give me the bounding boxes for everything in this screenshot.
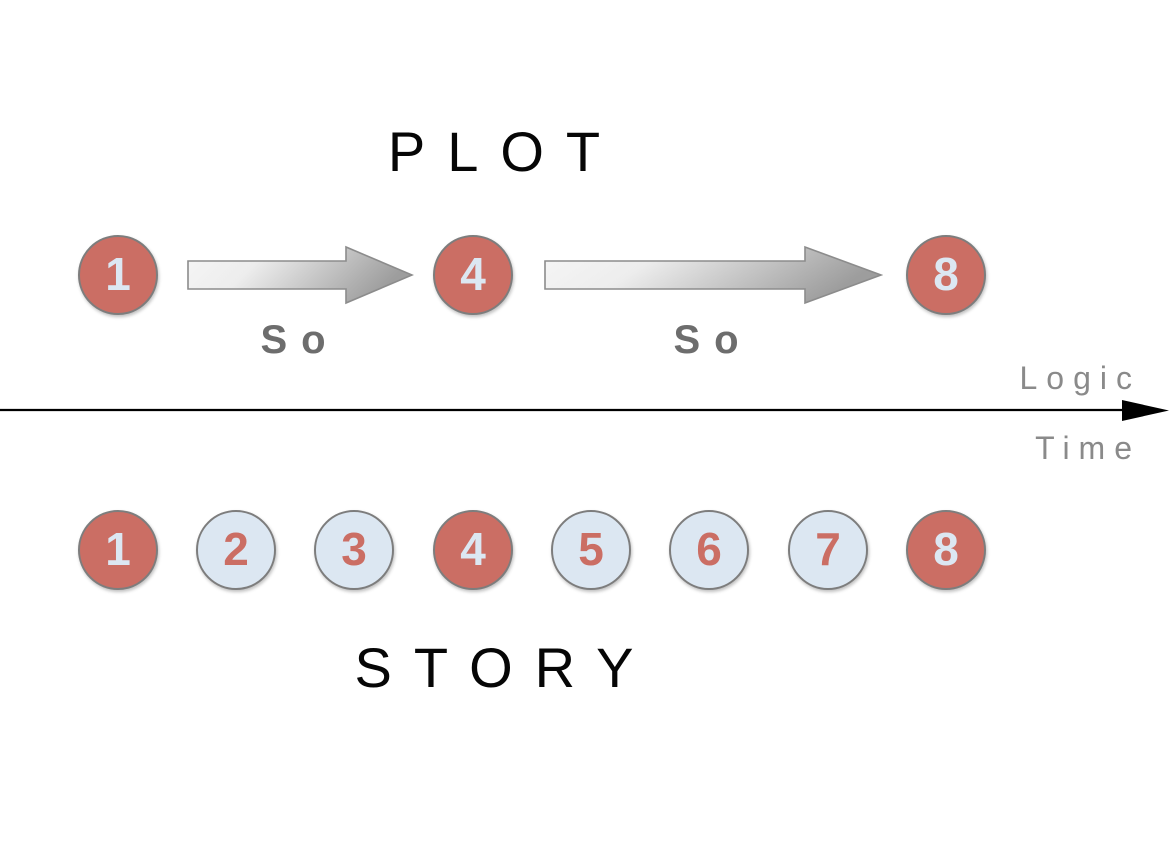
plot-block-arrow-2 [543, 245, 883, 305]
axis-label-logic: Logic [1019, 360, 1141, 396]
story-node-3: 3 [314, 510, 394, 590]
connector-label-1: So [260, 318, 340, 362]
connector-label-2: So [673, 318, 753, 362]
plot-block-arrow-1 [186, 245, 414, 305]
plot-node-1-label: 1 [105, 248, 131, 300]
story-node-5: 5 [551, 510, 631, 590]
story-node-4: 4 [433, 510, 513, 590]
story-node-8-label: 8 [933, 523, 959, 575]
time-logic-axis [0, 392, 1169, 428]
story-node-6: 6 [669, 510, 749, 590]
story-node-7-label: 7 [815, 523, 841, 575]
story-node-6-label: 6 [696, 523, 722, 575]
story-node-2: 2 [196, 510, 276, 590]
plot-node-1: 1 [78, 235, 158, 315]
story-node-7: 7 [788, 510, 868, 590]
plot-node-4: 4 [433, 235, 513, 315]
story-node-2-label: 2 [223, 523, 249, 575]
story-title: STORY [354, 636, 656, 699]
plot-node-8: 8 [906, 235, 986, 315]
story-node-1-label: 1 [105, 523, 131, 575]
plot-node-8-label: 8 [933, 248, 959, 300]
plot-node-4-label: 4 [460, 248, 486, 300]
story-node-3-label: 3 [341, 523, 367, 575]
story-node-5-label: 5 [578, 523, 604, 575]
plot-title: PLOT [387, 120, 623, 183]
story-node-8: 8 [906, 510, 986, 590]
story-node-1: 1 [78, 510, 158, 590]
story-node-4-label: 4 [460, 523, 486, 575]
axis-label-time: Time [1035, 430, 1141, 466]
